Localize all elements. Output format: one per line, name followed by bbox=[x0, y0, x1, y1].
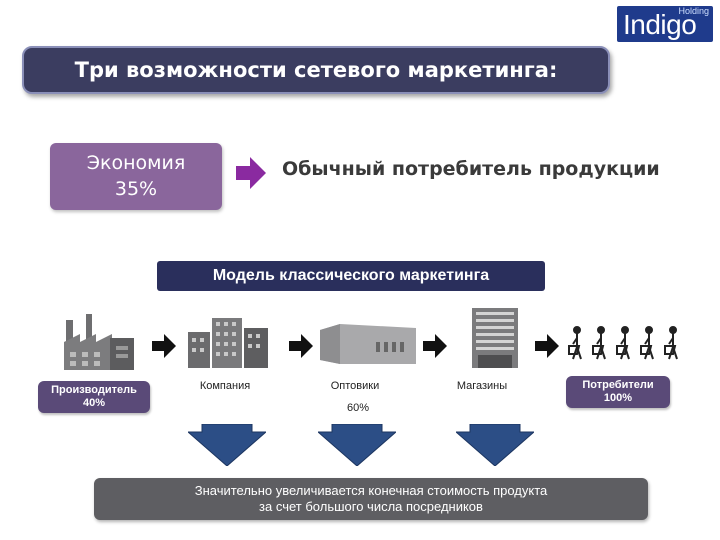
producer-box: Производитель 40% bbox=[38, 381, 150, 413]
consumer-label: Обычный потребитель продукции bbox=[282, 158, 660, 180]
logo-wordmark: Indigo bbox=[623, 9, 697, 40]
wholesalers-label: Оптовики bbox=[330, 380, 380, 392]
producer-share: 40% bbox=[82, 397, 106, 409]
brand-logo: Holding Indigo bbox=[617, 6, 713, 42]
savings-box: Экономия 35% bbox=[50, 143, 222, 210]
down-arrow-icon bbox=[318, 424, 396, 466]
down-arrow-icon bbox=[456, 424, 534, 466]
flow-arrow-icon bbox=[423, 334, 447, 358]
purple-arrow-icon bbox=[236, 157, 266, 189]
title-bar: Три возможности сетевого маркетинга: bbox=[22, 46, 610, 94]
stores-label: Магазины bbox=[456, 380, 508, 392]
page-title: Три возможности сетевого маркетинга: bbox=[74, 58, 558, 82]
wholesalers-share: 60% bbox=[346, 402, 370, 414]
factory-icon bbox=[64, 314, 134, 370]
conclusion-box: Значительно увеличивается конечная стоим… bbox=[94, 478, 648, 520]
company-label: Компания bbox=[199, 380, 251, 392]
conclusion-line-2: за счет большого числа посредников bbox=[259, 499, 483, 514]
consumers-label: Потребители bbox=[582, 379, 654, 391]
down-arrow-icon bbox=[188, 424, 266, 466]
flow-arrow-icon bbox=[535, 334, 559, 358]
warehouse-icon bbox=[320, 324, 416, 364]
shoppers-icon bbox=[568, 326, 678, 360]
savings-label: Экономия bbox=[86, 152, 186, 174]
model-banner: Модель классического маркетинга bbox=[157, 261, 545, 291]
consumers-share: 100% bbox=[603, 392, 633, 404]
office-buildings-icon bbox=[188, 318, 268, 368]
store-building-icon bbox=[472, 308, 518, 368]
conclusion-line-1: Значительно увеличивается конечная стоим… bbox=[194, 483, 548, 498]
savings-value: 35% bbox=[114, 178, 158, 200]
producer-label: Производитель bbox=[51, 384, 137, 396]
consumers-box: Потребители 100% bbox=[566, 376, 670, 408]
flow-arrow-icon bbox=[152, 334, 176, 358]
logo-subtitle: Holding bbox=[678, 6, 709, 16]
flow-arrow-icon bbox=[289, 334, 313, 358]
